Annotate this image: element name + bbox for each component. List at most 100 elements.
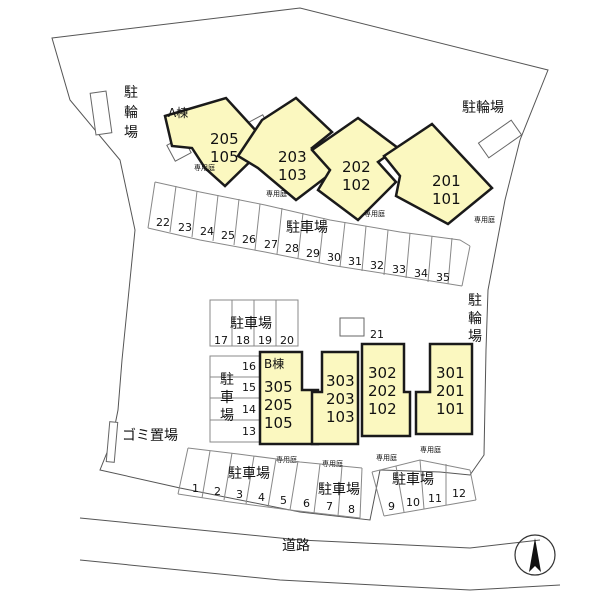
plan-label-3: 25 — [221, 229, 235, 242]
plan-label-45: 5 — [280, 494, 287, 507]
plan-line-34 — [223, 452, 233, 501]
site-boundary — [51, 7, 549, 521]
road-label: 道路 — [282, 538, 310, 554]
plan-label-4: 26 — [242, 233, 256, 246]
bike-parking-left-label-2: 輪 — [124, 104, 138, 121]
plan-label-42: 2 — [214, 485, 221, 498]
plan-line-13 — [297, 212, 304, 259]
plan-line-15 — [339, 221, 346, 268]
plan-line-31 — [177, 493, 361, 519]
plan-line-4 — [154, 181, 471, 247]
plan-line-6 — [147, 181, 156, 229]
plan-label-24: 場 — [220, 408, 234, 424]
building-b-label: B棟 — [264, 356, 284, 371]
plan-label-12: 34 — [414, 267, 428, 280]
unit-a1-bottom: 105 — [210, 148, 239, 166]
plan-label-25: 305 — [264, 378, 293, 396]
plan-label-52: 12 — [452, 487, 466, 500]
plan-label-27: 105 — [264, 414, 293, 432]
unit-b3 — [360, 342, 412, 438]
bike-parking-left-shed — [89, 90, 113, 136]
private-garden-a2: 専用庭 — [266, 189, 287, 198]
unit-a3-bottom: 102 — [342, 176, 371, 194]
unit-202-102 — [310, 116, 401, 222]
unit-a1-top: 205 — [210, 130, 239, 148]
plan-label-1: 23 — [178, 221, 192, 234]
plan-line-47 — [469, 469, 477, 501]
plan-line-7 — [169, 185, 177, 233]
parking-bottom-left-label: 駐車場 — [228, 465, 270, 482]
plan-line-33 — [201, 450, 211, 499]
plan-line-20 — [447, 237, 453, 285]
plan-label-28: 303 — [326, 372, 355, 390]
plan-label-51: 11 — [428, 492, 442, 505]
private-garden-a1: 専用庭 — [194, 163, 215, 172]
unit-201-101 — [382, 122, 494, 226]
plan-line-8 — [191, 190, 198, 238]
unit-b2 — [310, 350, 360, 446]
plan-line-21 — [461, 245, 471, 287]
plan-line-10 — [233, 198, 240, 246]
unit-b1 — [258, 350, 320, 446]
plan-line-39 — [337, 465, 343, 517]
plan-line-5 — [147, 227, 463, 287]
plan-line-12 — [276, 207, 283, 255]
building-a-label: A棟 — [168, 105, 188, 120]
parking-row-a: 22 23 24 25 26 27 28 29 30 31 32 33 34 3… — [147, 181, 471, 287]
plan-line-17 — [383, 229, 389, 276]
unit-b4 — [414, 342, 474, 436]
plan-line-37 — [289, 460, 299, 511]
parking-21-label: 21 — [370, 328, 384, 341]
plan-label-20: 14 — [242, 403, 256, 416]
bike-parking-left-label-1: 駐 — [124, 85, 138, 101]
private-garden-a4: 専用庭 — [474, 215, 495, 224]
plan-label-0: 22 — [156, 216, 170, 229]
plan-label-23: 車 — [220, 389, 234, 406]
plan-label-46: 6 — [303, 497, 310, 510]
plan-label-11: 33 — [392, 263, 406, 276]
plan-label-8: 30 — [327, 251, 341, 264]
parking-bottom-right-label: 駐車場 — [392, 471, 434, 488]
plan-label-13: 35 — [436, 271, 450, 284]
plan-label-37: 専用庭 — [276, 455, 297, 464]
plan-label-34: 301 — [436, 364, 465, 382]
plan-line-45 — [419, 459, 425, 510]
plan-line-11 — [254, 203, 261, 251]
plan-label-14: 17 — [214, 334, 228, 347]
plan-label-31: 302 — [368, 364, 397, 382]
plan-label-41: 1 — [192, 482, 199, 495]
private-garden-a3: 専用庭 — [364, 209, 385, 218]
unit-a4-bottom: 101 — [432, 190, 461, 208]
north-arrow-icon — [514, 534, 556, 576]
plan-label-10: 32 — [370, 259, 384, 272]
plan-line-40 — [359, 467, 363, 519]
bike-parking-mid-label-3: 場 — [468, 329, 482, 345]
plan-label-47: 7 — [326, 500, 333, 513]
plan-label-5: 27 — [264, 238, 278, 251]
plan-label-40: 専用庭 — [420, 445, 441, 454]
plan-line-14 — [318, 217, 325, 264]
plan-line-32 — [177, 447, 189, 495]
road-edge-bottom — [79, 559, 561, 591]
unit-a4-top: 201 — [432, 172, 461, 190]
plan-label-43: 3 — [236, 488, 243, 501]
building-b: B棟 305 205 105 303 203 103 302 202 102 3… — [258, 342, 474, 468]
plan-label-7: 29 — [306, 247, 320, 260]
building-a: A棟 205 105 203 103 202 102 201 101 専用庭 専… — [163, 96, 495, 226]
plan-label-44: 4 — [258, 491, 265, 504]
plan-label-2: 24 — [200, 225, 214, 238]
bike-parking-mid-label-1: 駐 — [468, 293, 482, 309]
parking-bottom-left: 1 2 3 4 5 6 7 8 駐車場 駐車場 — [177, 447, 363, 519]
plan-line-19 — [427, 235, 433, 283]
road-edge-top — [79, 517, 541, 549]
parking-row-b-top: 17 18 19 20 駐車場 — [209, 299, 299, 347]
plan-label-49: 9 — [388, 500, 395, 513]
parking-b-top-label: 駐車場 — [230, 315, 272, 332]
plan-label-22: 駐 — [220, 372, 234, 388]
plan-label-30: 103 — [326, 408, 355, 426]
unit-205-105 — [163, 96, 270, 188]
plan-line-18 — [405, 232, 411, 279]
plan-line-9 — [212, 194, 219, 242]
unit-a2-bottom: 103 — [278, 166, 307, 184]
